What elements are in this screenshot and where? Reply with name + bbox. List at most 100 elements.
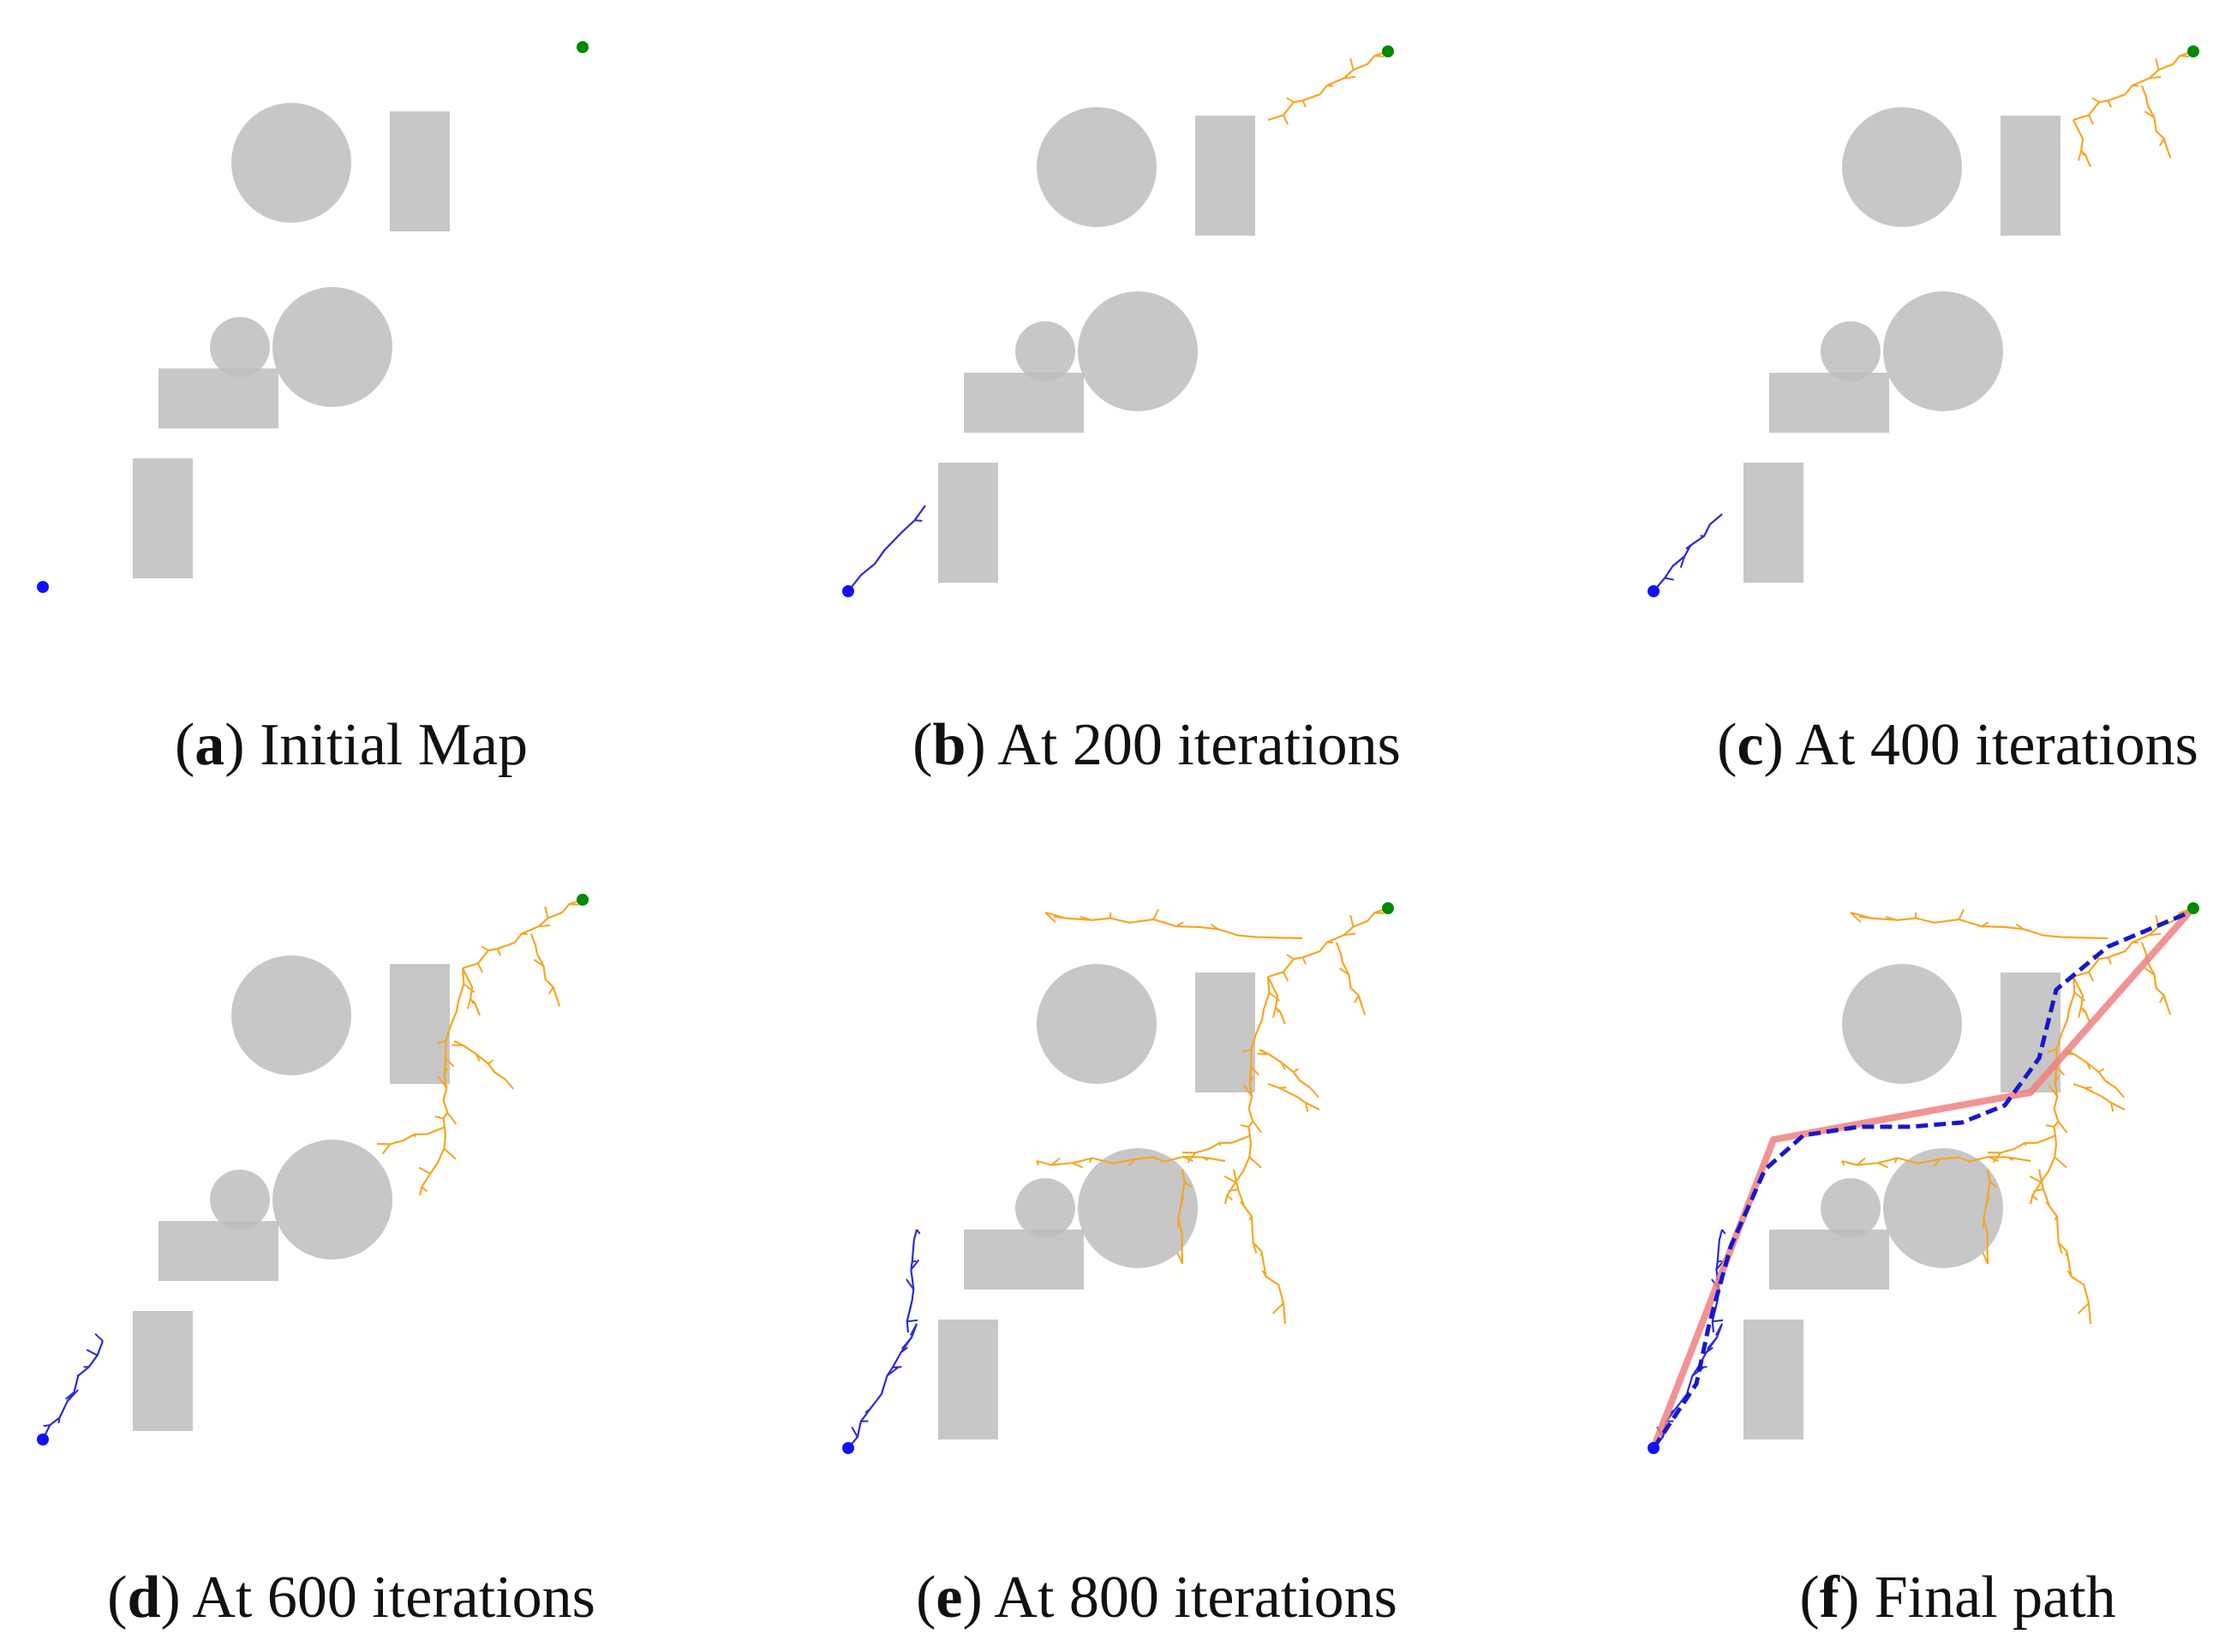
panel-b-goal-tree-trunk-twig <box>1349 57 1355 70</box>
goal-point <box>2187 45 2199 57</box>
panel-f-goal-tree-branch-twig <box>1858 915 1871 919</box>
panel-d-start-tree-twig <box>94 1332 104 1342</box>
panel-e-goal-tree-branch-twig <box>1036 1160 1040 1166</box>
obstacle-rect-bottom <box>1744 463 1803 583</box>
panel-c-goal-tree-trunk-twig <box>2088 114 2095 125</box>
panel-f-goal-tree-branch-twig <box>2073 991 2086 1002</box>
caption-c: (c) At 400 iterations <box>1717 712 2198 778</box>
obstacle-rect-mid <box>1769 1230 1889 1290</box>
panel-e-goal-tree-branch-twig <box>1272 1302 1284 1314</box>
panel-e-goal-tree-branch-twig <box>1257 1052 1269 1056</box>
panel-f-goal-tree-branch-twig <box>2159 995 2165 1003</box>
panel-f-graphic <box>1628 878 2225 1495</box>
panel-e-goal-tree-branch-twig <box>1226 1194 1234 1201</box>
panel-c-goal-tree-branch-twig <box>2167 149 2172 159</box>
panel-f-goal-tree-branch-twig <box>2055 1066 2066 1076</box>
panel-e-goal-tree-branch-twig <box>1211 923 1219 931</box>
panel-c-goal-tree-branch <box>2072 119 2092 168</box>
obstacle-circle-large-mid <box>1078 1148 1198 1268</box>
panel-d-goal-tree-branch <box>376 1125 446 1146</box>
panel-c-start-tree-twig <box>1664 577 1674 581</box>
panel-c-start-tree-twig <box>1679 555 1686 568</box>
panel-d-goal-tree-branch-twig <box>445 1057 455 1068</box>
panel-e-start-tree-twig <box>900 1346 908 1354</box>
caption-b-letter: b <box>932 712 966 778</box>
panel-f-goal-tree-branch-twig <box>2045 1200 2050 1207</box>
panel-b-start-tree-twig <box>876 549 886 562</box>
final-path-line <box>1650 910 2192 1450</box>
caption-a-text: Initial Map <box>260 712 529 778</box>
panel-f-goal-tree-branch-twig <box>1885 916 1898 921</box>
panel-e-goal-tree-branch-twig <box>1261 1019 1264 1021</box>
panel-e-goal-tree-branch-twig <box>1080 916 1092 921</box>
caption-d-text: At 600 iterations <box>192 1565 595 1631</box>
caption-f-letter: f <box>1819 1565 1839 1631</box>
caption-d-letter: d <box>127 1565 161 1631</box>
panel-e-goal-tree-branch-twig <box>1248 1156 1262 1169</box>
panel-b-goal-tree-trunk-twig <box>1301 99 1307 108</box>
panel-d-goal-tree-trunk-twig <box>569 903 579 906</box>
panel-e-start-tree-twig <box>910 1259 920 1271</box>
panel-a-graphic <box>17 17 634 634</box>
panel-f-start-tree-twig <box>1670 1408 1677 1414</box>
panel-e-goal-tree-branch-twig <box>1240 1200 1245 1207</box>
panel-b-graphic <box>822 21 1439 638</box>
panel-c-goal-tree-trunk-twig <box>2149 75 2162 80</box>
panel-e-goal-tree-trunk-twig <box>1301 956 1307 965</box>
obstacle-circle-small <box>1015 321 1075 381</box>
obstacle-rect-top <box>1195 116 1255 236</box>
panel-e-goal-tree-branch-twig <box>1261 1270 1267 1278</box>
panel-f-goal-tree-branch <box>1841 1156 2031 1166</box>
panel-e-start-tree <box>906 1229 918 1333</box>
panel-e-start-tree-twig <box>908 1300 913 1313</box>
panel-f-goal-tree-branch-twig <box>2085 1062 2091 1070</box>
panel-f-goal-tree-branch-twig <box>1982 1218 1985 1228</box>
panel-f-start-tree-twig <box>1705 1346 1714 1354</box>
panel-f-goal-tree-branch-twig <box>1985 1196 1990 1205</box>
panel-d-goal-tree-branch-twig <box>487 1059 494 1065</box>
obstacle-circle-large-top <box>1842 107 1962 227</box>
obstacle-rect-top <box>390 111 450 231</box>
panel-c-goal-tree-branch-twig <box>2159 138 2165 147</box>
start-point <box>37 1434 49 1446</box>
goal-point <box>1382 902 1394 914</box>
panel-e-goal-tree-branch-twig <box>1152 908 1160 920</box>
panel-f-goal-tree-branch-twig <box>1982 1252 1989 1265</box>
obstacle-rect-mid <box>964 1230 1084 1290</box>
panel-e-goal-tree-branch-twig <box>1250 1066 1260 1076</box>
panel-e-goal-tree-trunk-twig <box>1343 932 1356 937</box>
panel-e-goal-tree-trunk-twig <box>1349 914 1355 927</box>
caption-e-text: At 800 iterations <box>994 1565 1397 1631</box>
panel-e-goal-tree-branch-twig <box>1176 1218 1180 1228</box>
panel-d-start-tree-twig <box>76 1374 79 1377</box>
caption-e: (e) At 800 iterations <box>916 1565 1397 1631</box>
panel-e-goal-tree-branch-twig <box>1088 1158 1093 1164</box>
obstacle-circle-large-top <box>231 103 351 223</box>
panel-e-start-tree-twig <box>906 1278 915 1290</box>
panel-f-goal-tree-branch <box>2037 1169 2092 1325</box>
panel-e-goal-tree-branch <box>1044 911 1303 940</box>
panel-e-goal-tree-branch-twig <box>1354 995 1360 1003</box>
panel-e-goal-tree-branch-twig <box>1299 1080 1304 1084</box>
panel-e-start-tree-twig <box>912 1260 917 1263</box>
obstacle-rect-bottom <box>938 1320 998 1440</box>
panel-f-goal-tree-branch-twig <box>2144 967 2156 976</box>
obstacle-circle-small <box>210 317 270 377</box>
obstacle-rect-mid <box>1769 373 1889 433</box>
panel-f-goal-tree-branch-twig <box>2057 1242 2063 1254</box>
start-point <box>37 581 49 593</box>
obstacle-rect-top <box>1195 973 1255 1092</box>
obstacle-rect-top <box>2001 973 2061 1092</box>
obstacle-rect-top <box>2001 116 2061 236</box>
panel-e-goal-tree-branch-twig <box>1184 1181 1193 1188</box>
panel-e-goal-tree-trunk-twig <box>1286 954 1295 961</box>
caption-c-letter: c <box>1737 712 1764 778</box>
panel-d-goal-tree-trunk-twig <box>544 906 549 919</box>
start-point <box>1648 1442 1660 1454</box>
obstacle-circle-large-mid <box>272 1140 392 1260</box>
panel-f-goal-tree-branch-twig <box>1988 1156 1999 1163</box>
start-point <box>842 1442 854 1454</box>
panel-d-goal-tree-branch-twig <box>493 1071 499 1075</box>
obstacle-rect-mid <box>964 373 1084 433</box>
panel-f-goal-tree-branch-twig <box>2078 1007 2082 1018</box>
